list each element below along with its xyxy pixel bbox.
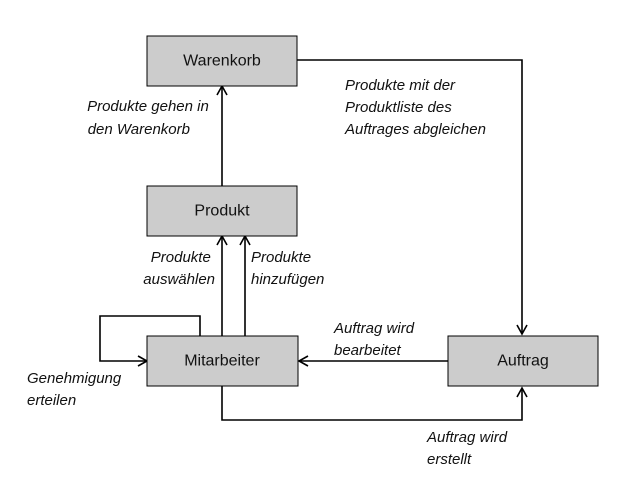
edge-mitarbeiter-self-loop [99,315,201,367]
label-produkte-hinzufuegen: Produkte hinzufügen [251,249,324,288]
label-warenkorb-to-auftrag: Produkte mit der Produktliste des Auftra… [344,77,486,138]
label-genehmigung-erteilen: Genehmigung erteilen [27,370,125,409]
edge-labels: Produkte gehen in den Warenkorb Produkte… [27,77,511,468]
label-auftrag-bearbeitet: Auftrag wird bearbeitet [333,320,418,359]
node-auftrag: Auftrag [447,335,599,387]
label-produkte-auswaehlen: Produkte auswählen [143,249,215,288]
edge-mitarbeiter-to-auftrag [221,386,528,421]
edge-warenkorb-to-auftrag [297,59,528,336]
label-produkt-to-warenkorb: Produkte gehen in den Warenkorb [87,98,213,138]
node-produkt-label: Produkt [194,203,250,220]
node-mitarbeiter: Mitarbeiter [146,335,299,387]
label-auftrag-erstellt: Auftrag wird erstellt [426,429,511,468]
edges [99,59,528,421]
node-warenkorb-label: Warenkorb [183,53,261,70]
node-warenkorb: Warenkorb [146,35,298,87]
node-mitarbeiter-label: Mitarbeiter [184,353,260,370]
node-auftrag-label: Auftrag [497,353,549,370]
node-produkt: Produkt [146,185,298,237]
